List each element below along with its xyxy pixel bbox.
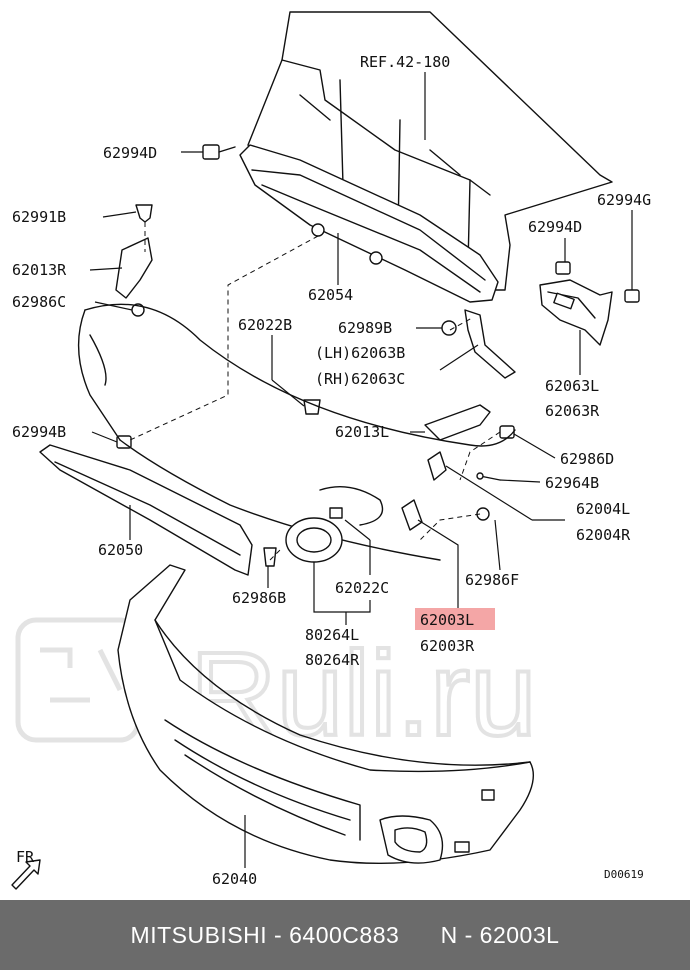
label-62003L: 62003L xyxy=(420,611,474,629)
label-62994B: 62994B xyxy=(12,423,66,441)
label-62022B: 62022B xyxy=(238,316,292,334)
label-62994D-right: 62994D xyxy=(528,218,582,236)
parts-diagram: Ruli.ru xyxy=(11,11,651,890)
label-62054: 62054 xyxy=(308,286,353,304)
label-62986D: 62986D xyxy=(560,450,614,468)
footer-brand: MITSUBISHI xyxy=(130,921,268,948)
label-62063L: 62063L xyxy=(545,377,599,395)
label-rh-62063C: (RH)62063C xyxy=(315,370,405,388)
bumper-face-62040 xyxy=(117,564,534,865)
footer-ref-number: N - 62003L xyxy=(440,921,560,948)
label-62986F: 62986F xyxy=(465,571,519,589)
label-62013R: 62013R xyxy=(12,261,67,279)
label-62004R: 62004R xyxy=(576,526,631,544)
screw-62964B xyxy=(476,472,501,481)
assembly-dashed-lines xyxy=(129,222,501,561)
leader-lines xyxy=(89,72,633,868)
label-lh-62063B: (LH)62063B xyxy=(315,344,405,362)
fog-lamp-bezel-80264L xyxy=(285,507,343,563)
footer-separator: - xyxy=(267,921,290,948)
label-80264L: 80264L xyxy=(305,626,359,644)
label-62004L: 62004L xyxy=(576,500,630,518)
label-62994D-left: 62994D xyxy=(103,144,157,162)
label-80264R: 80264R xyxy=(305,651,360,669)
label-62986C: 62986C xyxy=(12,293,66,311)
bracket-62063B xyxy=(464,309,516,379)
label-62003R: 62003R xyxy=(420,637,475,655)
bracket-62013R xyxy=(115,237,153,299)
label-ref: REF.42-180 xyxy=(360,53,450,71)
label-62991B: 62991B xyxy=(12,208,66,226)
bumper-reinforcement-62054 xyxy=(239,144,499,303)
bracket-62013L xyxy=(424,404,491,441)
clip-62986D xyxy=(499,425,515,439)
clip-62022B xyxy=(303,399,321,415)
label-62040: 62040 xyxy=(212,870,257,888)
highlight-62003L xyxy=(415,608,495,630)
footer-bar: MITSUBISHI - 6400C883 N - 62003L xyxy=(0,900,690,970)
footer-gap xyxy=(399,922,440,949)
bolt-62994G xyxy=(624,289,640,303)
label-62986B: 62986B xyxy=(232,589,286,607)
bolt-62994D-left xyxy=(202,144,236,160)
label-62964B: 62964B xyxy=(545,474,599,492)
bracket-62063L xyxy=(539,279,613,346)
label-62050: 62050 xyxy=(98,541,143,559)
front-arrow-icon xyxy=(11,859,41,890)
part-labels: REF.42-180 62994D 62994G 62994D 62991B 6… xyxy=(12,53,651,888)
label-62013L: 62013L xyxy=(335,423,389,441)
lower-strip-62050 xyxy=(39,444,253,576)
clip-62991B xyxy=(135,204,153,223)
label-62994G: 62994G xyxy=(597,191,651,209)
label-62063R: 62063R xyxy=(545,402,600,420)
label-62989B: 62989B xyxy=(338,319,392,337)
label-fr: FR xyxy=(16,848,35,866)
bracket-62003L xyxy=(401,499,423,531)
clip-62986B xyxy=(263,547,277,567)
bolt-62994D-right xyxy=(555,261,571,275)
footer-part-number: 6400C883 xyxy=(289,921,400,948)
label-62022C: 62022C xyxy=(335,579,389,597)
retainer-62004L xyxy=(427,451,447,481)
diagram-code: D00619 xyxy=(604,868,644,881)
